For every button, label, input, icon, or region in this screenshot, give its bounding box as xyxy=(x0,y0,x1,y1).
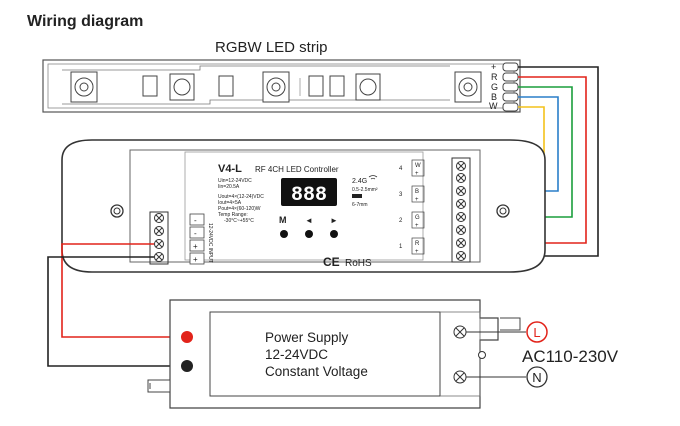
input-pin-label: - xyxy=(194,229,197,238)
led-chip xyxy=(70,71,98,103)
strip-pin-b: B xyxy=(491,92,497,102)
spec-line: Uout=4×(12-24)VDC xyxy=(218,194,264,200)
strip-pin-plus: + xyxy=(491,62,496,72)
input-wires xyxy=(47,243,187,367)
wire-spec-icon xyxy=(352,194,362,198)
dc-plus-terminal xyxy=(181,331,193,343)
input-pin-label: + xyxy=(193,255,198,264)
channel-number: 2 xyxy=(399,218,403,224)
led-chip xyxy=(454,71,482,103)
strip-pin-w: W xyxy=(489,101,498,111)
resistor xyxy=(218,75,234,97)
strip-pads xyxy=(502,62,519,112)
mode-button[interactable] xyxy=(280,230,288,238)
controller-model: V4-L xyxy=(218,163,242,175)
input-terminals xyxy=(149,211,169,265)
resistor xyxy=(329,75,345,97)
channel-label: R xyxy=(415,241,420,247)
spec-line: Iin=20.5A xyxy=(218,184,240,190)
spec-line: Temp Range: xyxy=(218,212,248,218)
mount-hole xyxy=(110,204,124,218)
strip-pin-r: R xyxy=(491,72,498,82)
rf-icon xyxy=(368,175,378,180)
ac-voltage-label: AC110-230V xyxy=(522,347,619,366)
psu-line3: Constant Voltage xyxy=(265,364,368,379)
channel-number: 3 xyxy=(399,192,403,198)
psu-line2: 12-24VDC xyxy=(265,347,328,362)
wire-spec: 6-7mm xyxy=(352,202,368,208)
wire-spec: 0.5-2.5mm² xyxy=(352,187,378,193)
right-button[interactable] xyxy=(330,230,338,238)
led-chip xyxy=(355,73,381,101)
controller-name: RF 4CH LED Controller xyxy=(255,165,339,174)
channel-number: 4 xyxy=(399,166,403,172)
strip-pin-g: G xyxy=(491,82,498,92)
channel-label: + xyxy=(415,223,419,229)
display-panel xyxy=(281,178,337,206)
led-chip xyxy=(262,71,290,103)
spec-line: Iout=4×5A xyxy=(218,200,242,206)
led-chip xyxy=(169,73,195,101)
terminal-n-circle xyxy=(526,366,548,388)
input-pin-boxes xyxy=(189,213,205,265)
psu-line1: Power Supply xyxy=(265,330,349,345)
terminal-l-label: L xyxy=(533,325,540,340)
channel-label: + xyxy=(415,197,419,203)
mount-tab xyxy=(147,379,171,393)
heading: Wiring diagram xyxy=(27,13,143,30)
ac-wires xyxy=(466,331,526,378)
wire-input-black xyxy=(47,256,187,367)
rf-label: 2.4G xyxy=(352,178,367,185)
right-button-label: ► xyxy=(330,216,338,225)
channel-label: G xyxy=(415,215,420,221)
ac-terminals xyxy=(453,325,467,384)
channel-label: B xyxy=(415,189,419,195)
channel-label: + xyxy=(415,249,419,255)
spec-line: Pout=4×(60-120)W xyxy=(218,206,261,212)
channel-number: 1 xyxy=(399,244,403,250)
output-terminals xyxy=(451,157,471,263)
strip-title: RGBW LED strip xyxy=(215,39,328,56)
mount-tab xyxy=(500,317,521,331)
spec-line: Uin=12-24VDC xyxy=(218,178,252,184)
input-pin-label: + xyxy=(193,242,198,251)
channel-label: W xyxy=(415,163,421,169)
spec-line: -30°C~+55°C xyxy=(224,218,254,224)
junction-dot xyxy=(478,351,486,359)
display-digits: 888 xyxy=(291,184,327,207)
input-label: 12-24VDC INPUT xyxy=(207,223,213,263)
mount-hole xyxy=(496,204,510,218)
dc-minus-terminal xyxy=(181,360,193,372)
channel-label: + xyxy=(415,171,419,177)
input-pin-label: - xyxy=(194,216,197,225)
resistor xyxy=(308,75,324,97)
wire-input-red xyxy=(61,243,187,338)
left-button[interactable] xyxy=(305,230,313,238)
channel-markers: 4 W + 3 B + 2 G + 1 R + xyxy=(399,159,425,255)
power-supply: Power Supply 12-24VDC Constant Voltage xyxy=(147,299,521,409)
resistor xyxy=(142,75,158,97)
controller: V4-L RF 4CH LED Controller Uin=12-24VDC … xyxy=(61,139,546,273)
terminal-n-label: N xyxy=(532,370,541,385)
mode-button-label: M xyxy=(279,215,287,225)
ce-mark: CE xyxy=(323,255,340,269)
rohs-label: RoHS xyxy=(345,258,372,269)
led-strip: + R G B W xyxy=(42,59,521,113)
left-button-label: ◄ xyxy=(305,216,313,225)
terminal-l-circle xyxy=(526,321,548,343)
